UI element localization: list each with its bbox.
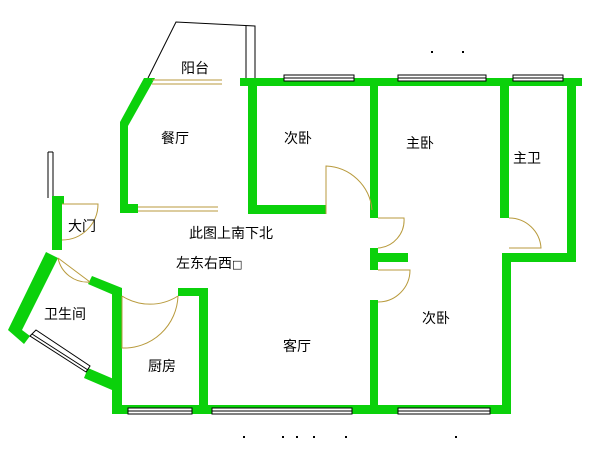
orientation-line2-suffix: □ [232, 258, 243, 271]
wall-top-2 [372, 78, 582, 86]
entrance-frame [47, 151, 54, 198]
room-label-balcony: 阳台 [181, 61, 209, 77]
wall-mid-right [502, 253, 511, 413]
wall-top-1 [248, 78, 376, 86]
wall-kitchen-top-right [178, 288, 208, 296]
room-label-master-bedroom: 主卧 [406, 136, 434, 152]
walls [8, 78, 582, 414]
wall-dining-bottom-left [120, 204, 138, 213]
wall-kitchen-left [112, 288, 122, 413]
wall-mid-horizontal [370, 253, 408, 262]
sliding-doors [138, 79, 222, 212]
room-label-living-room: 客厅 [283, 339, 311, 355]
wall-entrance-top [52, 196, 62, 250]
room-label-bathroom: 卫生间 [44, 307, 86, 323]
wall-entrance-top-bar [52, 196, 64, 204]
wall-bed-bottom-left [370, 300, 378, 413]
wall-bed2-bottom [248, 205, 326, 214]
wall-mid-left-stub [370, 248, 378, 270]
room-label-master-bathroom: 主卫 [513, 151, 541, 167]
orientation-line2-text: 左东右西 [176, 256, 232, 272]
wall-bed2-left [248, 78, 257, 214]
room-label-entrance: 大门 [68, 219, 96, 235]
wall-kitchen-right [199, 288, 208, 413]
wall-master-bath-left [500, 78, 509, 218]
orientation-line2: 左东右西□ [176, 256, 242, 273]
room-label-second-bedroom-top: 次卧 [284, 131, 312, 147]
balcony-outline [147, 21, 256, 79]
room-label-dining: 餐厅 [161, 131, 189, 147]
room-label-second-bedroom-bottom: 次卧 [422, 311, 450, 327]
orientation-line1: 此图上南下北 [189, 226, 273, 242]
room-label-kitchen: 厨房 [148, 359, 176, 375]
dimension-marks [243, 51, 464, 438]
wall-right [567, 78, 576, 262]
windows [29, 74, 564, 415]
wall-bath-bottom [84, 368, 116, 390]
wall-right-bottom [505, 253, 576, 262]
wall-bath-left [8, 252, 58, 344]
wall-dining-left [120, 78, 155, 206]
wall-bed2-right [370, 78, 378, 218]
doors [57, 165, 542, 349]
